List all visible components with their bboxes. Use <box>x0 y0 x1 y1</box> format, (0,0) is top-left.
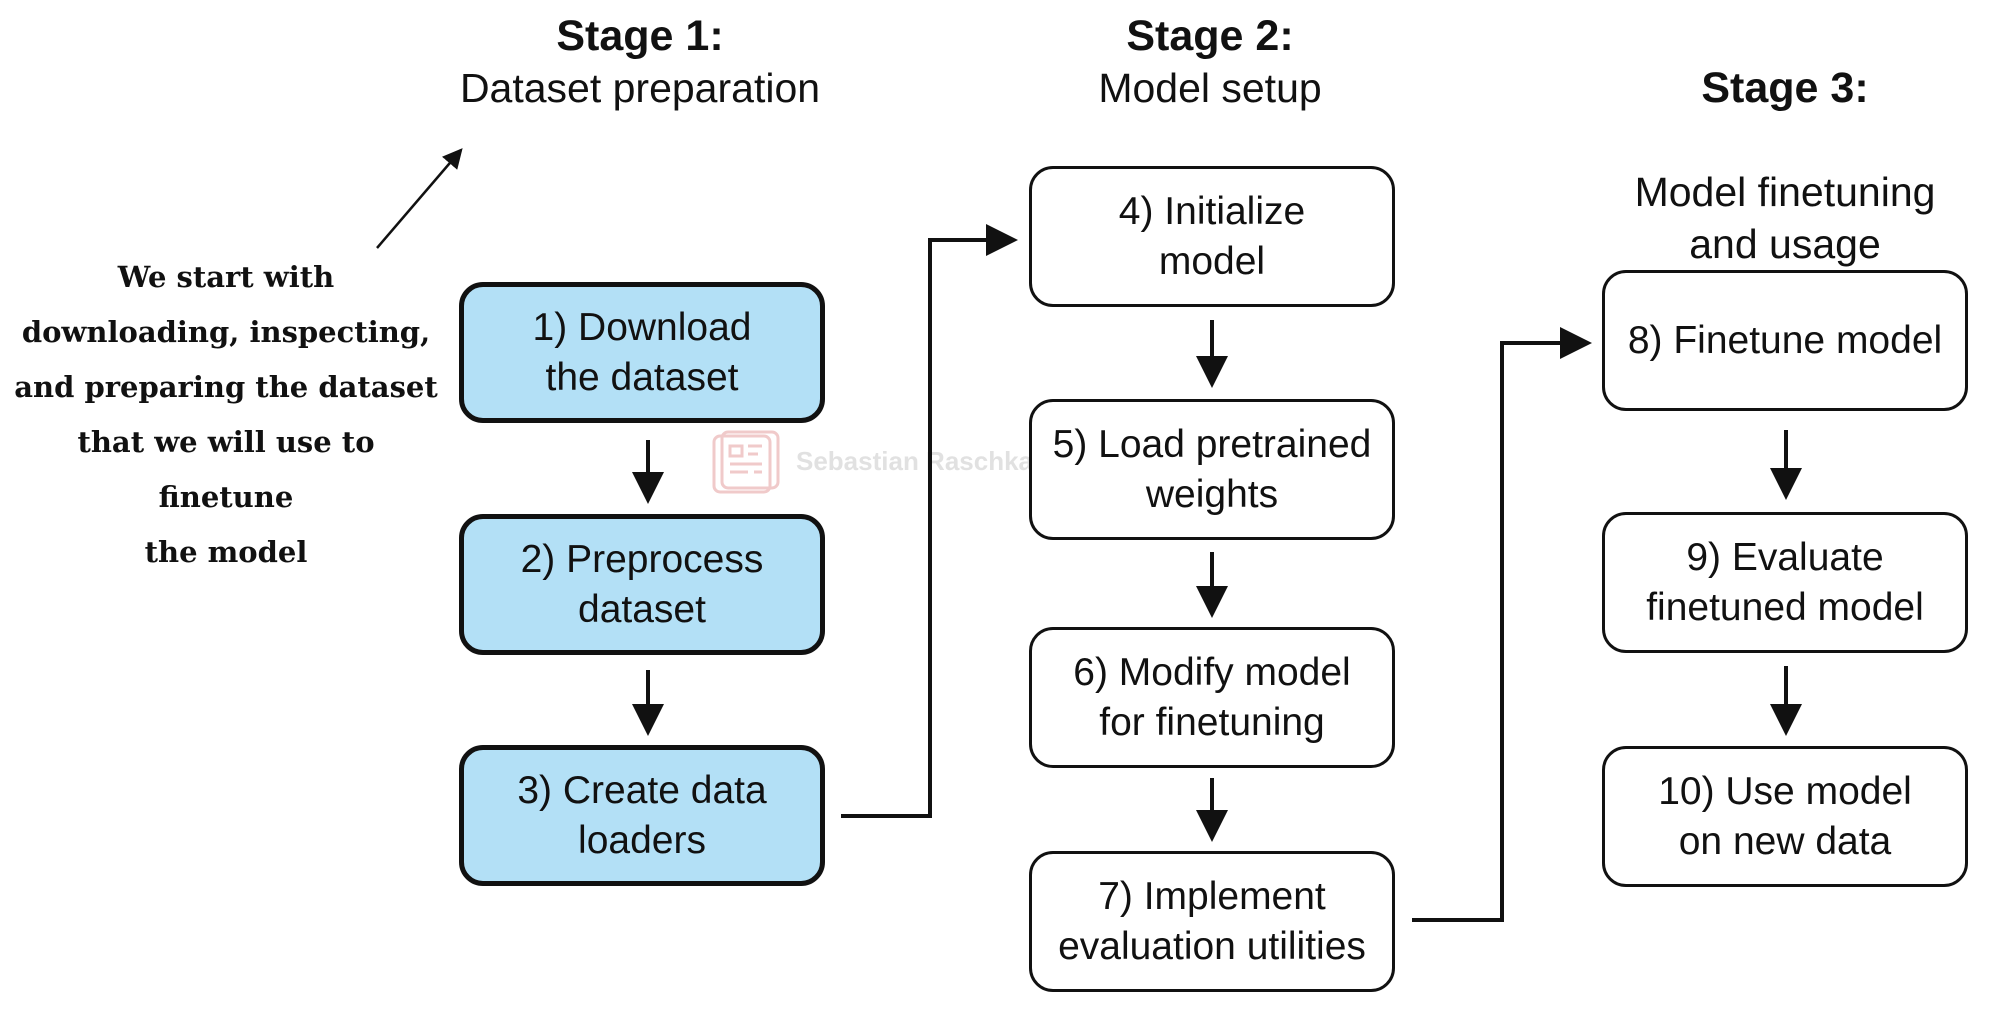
watermark-logo-icon <box>712 430 780 494</box>
step-3-label: 3) Create data loaders <box>517 768 767 862</box>
stage-2-header: Stage 2: Model setup <box>1000 10 1420 114</box>
watermark: Sebastian Raschka <box>708 428 1178 500</box>
step-7-box: 7) Implement evaluation utilities <box>1029 851 1395 992</box>
stage-2-title: Stage 2: <box>1126 12 1294 60</box>
step-10-box: 10) Use model on new data <box>1602 746 1968 887</box>
step-1-label: 1) Download the dataset <box>532 305 752 399</box>
step-4-label: 4) Initialize model <box>1118 189 1306 283</box>
stage-1-subtitle: Dataset preparation <box>459 65 821 111</box>
step-7-label: 7) Implement evaluation utilities <box>1058 874 1366 968</box>
step-5-box: 5) Load pretrained weights <box>1029 399 1395 540</box>
stage-3-header: Stage 3: Model finetuning and usage <box>1560 10 1990 322</box>
step-9-label: 9) Evaluate finetuned model <box>1646 535 1924 629</box>
note-arrow <box>376 148 463 249</box>
stage-1-title: Stage 1: <box>556 12 724 60</box>
step-5-label: 5) Load pretrained weights <box>1052 422 1372 516</box>
step-3-box: 3) Create data loaders <box>459 745 825 886</box>
step-6-label: 6) Modify model for finetuning <box>1073 650 1351 744</box>
step-10-label: 10) Use model on new data <box>1658 769 1912 863</box>
step-4-box: 4) Initialize model <box>1029 166 1395 307</box>
step-2-label: 2) Preprocess dataset <box>520 537 764 631</box>
stage-3-subtitle: Model finetuning and usage <box>1634 169 1936 267</box>
stage-1-header: Stage 1: Dataset preparation <box>420 10 860 114</box>
step-9-box: 9) Evaluate finetuned model <box>1602 512 1968 653</box>
stage-3-title: Stage 3: <box>1701 64 1869 112</box>
step-8-box: 8) Finetune model <box>1602 270 1968 411</box>
step-6-box: 6) Modify model for finetuning <box>1029 627 1395 768</box>
step-2-box: 2) Preprocess dataset <box>459 514 825 655</box>
step-8-label: 8) Finetune model <box>1627 318 1943 362</box>
intro-note: We start with downloading, inspecting, a… <box>14 260 438 569</box>
arrow-3-to-4 <box>841 224 1018 818</box>
stage-2-subtitle: Model setup <box>1098 65 1322 111</box>
watermark-text: Sebastian Raschka <box>796 446 1034 476</box>
step-1-box: 1) Download the dataset <box>459 282 825 423</box>
arrow-7-to-8 <box>1412 327 1592 922</box>
